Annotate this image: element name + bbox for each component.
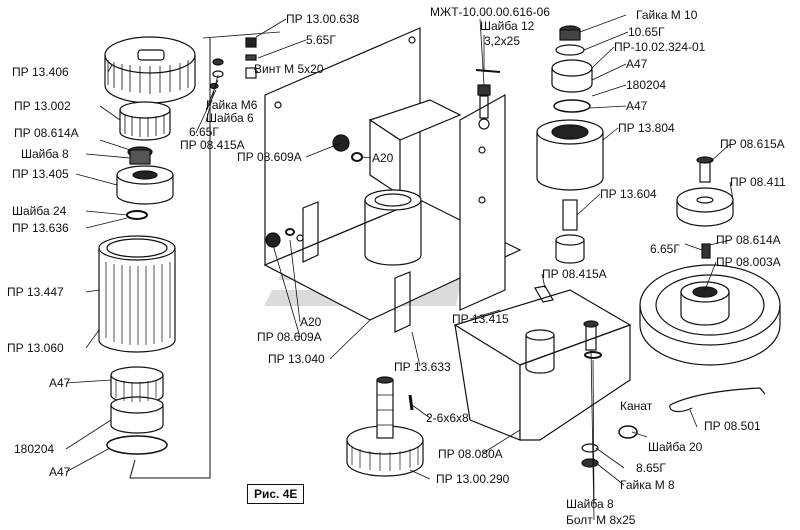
part-13-633-bracket xyxy=(368,99,462,197)
figure-caption: Рис. 4Е xyxy=(247,484,305,504)
label-shaiba-12: Шайба 12 xyxy=(480,19,535,33)
part-washer-24 xyxy=(126,210,148,220)
label-pr-08-615a: ПР 08.615А xyxy=(720,137,785,151)
label-pr-13-415: ПР 13.415 xyxy=(452,312,509,326)
part-08-080a-bracket xyxy=(453,289,632,441)
label-pr-13-060: ПР 13.060 xyxy=(7,341,64,355)
part-13-804-hub xyxy=(536,119,604,191)
label-pr-13-040: ПР 13.040 xyxy=(268,352,325,366)
part-small-screws-top xyxy=(209,37,257,90)
label-kanat: Канат xyxy=(620,399,653,413)
part-small-pin-right xyxy=(701,243,711,259)
label-8-65g: 8.65Г xyxy=(636,461,666,475)
part-13-415-plate xyxy=(459,93,506,311)
part-kanat-cable xyxy=(669,387,766,413)
part-bracket-bushing xyxy=(525,329,555,374)
label-shaiba-8-bottom: Шайба 8 xyxy=(566,497,614,511)
part-nut-m8-stack xyxy=(581,443,599,468)
label-pr-08-003a: ПР 08.003А xyxy=(716,255,781,269)
label-a47-right-2: А47 xyxy=(626,99,648,113)
label-2-6x6x8: 2-6х6х8 xyxy=(426,411,469,425)
part-washer-20 xyxy=(618,425,638,439)
part-13-002-drum xyxy=(119,101,171,141)
part-sleeve-center xyxy=(364,189,422,266)
part-13-406-housing-cap xyxy=(104,36,196,104)
part-180204-bearings xyxy=(110,366,164,434)
part-13-604-shaft xyxy=(555,199,585,264)
label-pr-08-609a-bottom: ПР 08.609А xyxy=(257,330,322,344)
part-08-411-wheel xyxy=(676,156,734,227)
part-m10-nut-stack xyxy=(551,25,593,113)
label-6-65g-left: 6.65Г xyxy=(189,125,219,139)
label-a47-right-top: А47 xyxy=(626,57,648,71)
part-cotter-pin xyxy=(475,69,501,73)
part-08-415a-clip xyxy=(534,285,554,303)
label-pr-08-609a-top: ПР 08.609А xyxy=(237,150,302,164)
label-pr-13-804: ПР 13.804 xyxy=(618,121,675,135)
label-pr-08-501: ПР 08.501 xyxy=(704,419,761,433)
part-shaft-small xyxy=(127,146,153,165)
label-bolt-m8x25: Болт М 8х25 xyxy=(566,513,636,527)
label-gaika-m8: Гайка М 8 xyxy=(620,478,675,492)
label-a47-left-bottom: А47 xyxy=(49,465,71,479)
label-shaiba-6: Шайба 6 xyxy=(206,111,254,125)
label-pr-13-633: ПР 13.633 xyxy=(394,360,451,374)
label-pr-13-00-638: ПР 13.00.638 xyxy=(286,12,360,26)
part-13-447-sleeve xyxy=(98,235,176,353)
label-pr-08-614a-left: ПР 08.614А xyxy=(14,126,79,140)
label-pr-13-406: ПР 13.406 xyxy=(12,65,69,79)
label-10-65g: 10.65Г xyxy=(628,25,665,39)
label-180204-left: 180204 xyxy=(14,442,55,456)
label-shaiba-8-left: Шайба 8 xyxy=(21,147,69,161)
part-vertical-bracket xyxy=(302,201,411,333)
label-pr-08-415a-left: ПР 08.415А xyxy=(180,138,245,152)
label-5-65g: 5.65Г xyxy=(306,33,336,47)
label-6-65g-right: 6.65Г xyxy=(650,242,680,256)
label-gaika-m6: Гайка М6 xyxy=(206,98,258,112)
part-a47-ring-bottom xyxy=(106,435,168,455)
label-shaiba-24: Шайба 24 xyxy=(12,204,67,218)
label-vint-m5x20: Винт М 5х20 xyxy=(254,62,324,76)
label-180204-right: 180204 xyxy=(626,78,667,92)
label-pr-10-02-324: ПР-10.02.324-01 xyxy=(614,40,706,54)
label-gaika-m10: Гайка М 10 xyxy=(636,8,698,22)
part-key-2-6x6x8 xyxy=(408,394,414,411)
label-pr-13-00-290: ПР 13.00.290 xyxy=(436,472,510,486)
label-mzht: МЖТ-10.00.00.616-06 xyxy=(430,5,550,19)
label-pr-13-636: ПР 13.636 xyxy=(12,221,69,235)
part-bolt-m8 xyxy=(583,320,602,359)
label-pr-08-415a-mid: ПР 08.415А xyxy=(542,267,607,281)
label-pr-13-002: ПР 13.002 xyxy=(14,99,71,113)
label-a20-bottom: А20 xyxy=(300,315,322,329)
label-pr-13-604: ПР 13.604 xyxy=(600,187,657,201)
label-pr-08-411: ПР 08.411 xyxy=(730,175,786,189)
label-pr-13-447: ПР 13.447 xyxy=(7,285,64,299)
part-08-003a-pulley xyxy=(639,264,781,366)
label-pr-08-080a: ПР 08.080А xyxy=(438,447,503,461)
label-pr-08-614a-right: ПР 08.614А xyxy=(716,233,781,247)
part-13-00-290-pulley xyxy=(346,376,424,477)
part-13-405 xyxy=(116,165,174,205)
leader-lines xyxy=(65,14,734,521)
label-a47-left-mid: А47 xyxy=(49,376,71,390)
label-pr-13-405: ПР 13.405 xyxy=(12,167,69,181)
label-3-2x25: 3,2х25 xyxy=(484,34,521,48)
label-a20-top: А20 xyxy=(372,151,394,165)
label-shaiba-20: Шайба 20 xyxy=(648,440,703,454)
